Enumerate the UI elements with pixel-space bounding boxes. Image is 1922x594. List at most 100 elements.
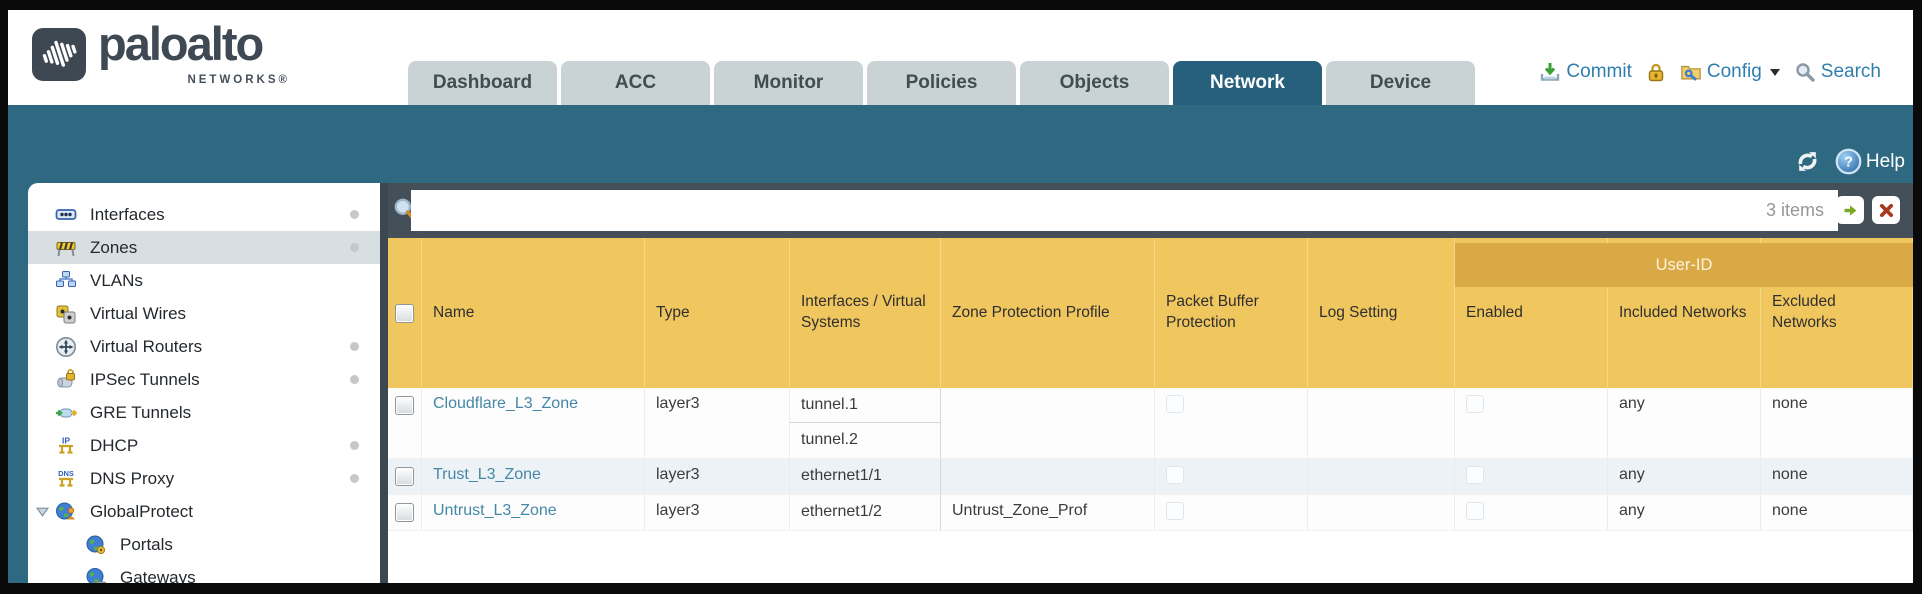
- interface-entry: ethernet1/2: [801, 503, 882, 520]
- row-select-checkbox[interactable]: [395, 503, 414, 522]
- help-action[interactable]: ? Help: [1835, 148, 1905, 175]
- apply-filter-button[interactable]: [1836, 196, 1864, 224]
- dhcp-icon: IP: [55, 435, 77, 457]
- select-all-checkbox[interactable]: [395, 303, 414, 323]
- sidebar-item-label: VLANs: [90, 270, 143, 290]
- tab-acc[interactable]: ACC: [561, 61, 710, 105]
- row-select-cell: [388, 459, 422, 494]
- tab-device[interactable]: Device: [1326, 61, 1475, 105]
- clear-filter-button[interactable]: [1872, 196, 1900, 224]
- interface-entry: tunnel.2: [801, 431, 858, 448]
- brand-name: paloalto: [98, 17, 264, 70]
- sidebar-item-ipsec-tunnels[interactable]: IPSec Tunnels: [28, 363, 380, 396]
- tab-objects[interactable]: Objects: [1020, 61, 1169, 105]
- sidebar-item-interfaces[interactable]: Interfaces: [28, 198, 380, 231]
- column-header-label: Log Setting: [1319, 303, 1398, 321]
- column-header-zone-protection-profile[interactable]: Zone Protection Profile: [941, 238, 1155, 388]
- tab-network[interactable]: Network: [1173, 61, 1322, 105]
- search-label: Search: [1820, 61, 1881, 82]
- column-header-label: Enabled: [1466, 303, 1523, 321]
- packet-buffer-protection-checkbox[interactable]: [1166, 395, 1184, 413]
- user-id-enabled-cell: [1455, 459, 1608, 494]
- sidebar-item-globalprotect[interactable]: GlobalProtect: [28, 495, 380, 528]
- portals-icon: [85, 534, 107, 556]
- zone-type-cell: layer3: [645, 495, 790, 530]
- column-header-included-networks[interactable]: Included Networks: [1608, 238, 1761, 388]
- zone-name-link[interactable]: Untrust_L3_Zone: [433, 502, 557, 519]
- interfaces-icon: [55, 204, 77, 226]
- filter-input[interactable]: [411, 190, 1766, 231]
- user-id-enabled-checkbox[interactable]: [1466, 395, 1484, 413]
- column-header-enabled[interactable]: Enabled: [1455, 238, 1608, 388]
- user-id-enabled-cell: [1455, 388, 1608, 458]
- config-icon: [1680, 61, 1702, 83]
- packet-buffer-protection-cell: [1155, 388, 1308, 458]
- sidebar-item-portals[interactable]: Portals: [28, 528, 380, 561]
- packet-buffer-protection-checkbox[interactable]: [1166, 502, 1184, 520]
- sidebar-item-gre-tunnels[interactable]: GRE Tunnels: [28, 396, 380, 429]
- column-header-label: Included Networks: [1619, 303, 1747, 321]
- commit-action[interactable]: Commit: [1539, 61, 1632, 83]
- column-header-excluded-networks[interactable]: Excluded Networks: [1761, 238, 1913, 388]
- row-select-cell: [388, 388, 422, 458]
- sidebar-item-gateways[interactable]: Gateways: [28, 561, 380, 583]
- sidebar-item-vlans[interactable]: VLANs: [28, 264, 380, 297]
- tab-policies[interactable]: Policies: [867, 61, 1016, 105]
- column-header-type[interactable]: Type: [645, 238, 790, 388]
- column-header-packet-buffer-protection[interactable]: Packet Buffer Protection: [1155, 238, 1308, 388]
- svg-text:DNS: DNS: [58, 469, 74, 478]
- interface-entry: ethernet1/1: [801, 467, 882, 484]
- sidebar-item-virtual-wires[interactable]: Virtual Wires: [28, 297, 380, 330]
- tab-dashboard[interactable]: Dashboard: [408, 61, 557, 105]
- band-tools: ? Help: [1794, 148, 1905, 175]
- zone-name-link[interactable]: Trust_L3_Zone: [433, 466, 541, 483]
- lock-icon[interactable]: [1645, 61, 1667, 83]
- column-header-label: Excluded Networks: [1772, 293, 1837, 331]
- sidebar-item-label: Virtual Routers: [90, 336, 203, 356]
- sidebar-item-label: Zones: [90, 237, 138, 257]
- gateways-icon: [85, 567, 107, 583]
- config-action[interactable]: Config: [1680, 61, 1781, 83]
- tab-monitor[interactable]: Monitor: [714, 61, 863, 105]
- sidebar-item-virtual-routers[interactable]: Virtual Routers: [28, 330, 380, 363]
- status-dot: [350, 375, 359, 384]
- row-select-checkbox[interactable]: [395, 467, 414, 486]
- search-action[interactable]: Search: [1794, 61, 1881, 83]
- row-select-cell: [388, 495, 422, 530]
- column-header-interfaces-virtual-systems[interactable]: Interfaces / Virtual Systems: [790, 238, 941, 388]
- zones-icon: [55, 237, 77, 259]
- packet-buffer-protection-cell: [1155, 495, 1308, 530]
- zone-protection-profile-cell: [941, 459, 1155, 494]
- log-setting-cell: [1308, 388, 1455, 458]
- included-networks-cell: any: [1608, 459, 1761, 494]
- zone-type-cell: layer3: [645, 388, 790, 458]
- caret-down-icon: [1769, 66, 1781, 78]
- zone-name-link[interactable]: Cloudflare_L3_Zone: [433, 395, 578, 412]
- column-header-log-setting[interactable]: Log Setting: [1308, 238, 1455, 388]
- refresh-icon[interactable]: [1794, 148, 1821, 175]
- row-select-checkbox[interactable]: [395, 396, 414, 415]
- user-id-enabled-checkbox[interactable]: [1466, 466, 1484, 484]
- commit-label: Commit: [1566, 61, 1632, 82]
- expander-down-icon[interactable]: [35, 504, 50, 519]
- interfaces-cell: ethernet1/2: [790, 495, 941, 530]
- gre-tunnels-icon: [55, 402, 78, 424]
- excluded-networks-cell: none: [1761, 459, 1913, 494]
- user-id-enabled-checkbox[interactable]: [1466, 502, 1484, 520]
- filter-input-box: 3 items: [411, 190, 1838, 231]
- sidebar-item-zones[interactable]: Zones: [28, 231, 380, 264]
- column-header-name[interactable]: Name: [422, 238, 645, 388]
- log-setting-cell: [1308, 459, 1455, 494]
- packet-buffer-protection-checkbox[interactable]: [1166, 466, 1184, 484]
